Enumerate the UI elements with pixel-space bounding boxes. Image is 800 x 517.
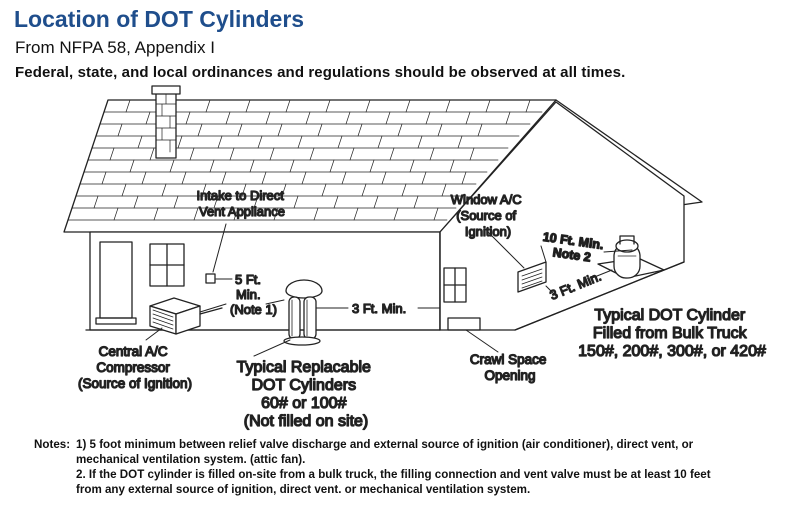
page-title: Location of DOT Cylinders [14, 6, 305, 32]
bulk-cylinder-label: Typical DOT Cylinder Filled from Bulk Tr… [578, 307, 766, 360]
intake-label: Intake to Direct Vent Appliance [196, 188, 287, 219]
window-ac-unit [517, 261, 547, 293]
five-ft-label: 5 Ft. Min. (Note 1) [230, 272, 277, 317]
chimney [151, 85, 181, 159]
replaceable-cylinders [283, 279, 323, 346]
leader-lines [145, 223, 633, 357]
notes-prefix: Notes: [34, 438, 71, 451]
note-2-line-1: 2. If the DOT cylinder is filled on-site… [76, 468, 711, 481]
ten-ft-label: 10 Ft. Min. Note 2 [540, 230, 608, 267]
regulation-statement: Federal, state, and local ordinances and… [15, 64, 626, 81]
replaceable-cylinders-label: Typical Replacable DOT Cylinders 60# or … [237, 359, 376, 430]
note-1-line-1: 1) 5 foot minimum between relief valve d… [76, 438, 694, 451]
page-number: 13 [0, 497, 2, 512]
three-ft-mid-label: 3 Ft. Min. [352, 301, 406, 316]
side-window [443, 267, 467, 303]
crawl-space-opening [447, 317, 481, 331]
crawl-space-label: Crawl Space Opening [470, 352, 550, 383]
front-window [149, 243, 185, 287]
page-subtitle: From NFPA 58, Appendix I [15, 38, 215, 57]
window-ac-label: Window A/C (Source of Ignition) [451, 192, 525, 239]
notes-section: Notes: 1) 5 foot minimum between relief … [34, 437, 779, 497]
central-ac-compressor [149, 297, 223, 335]
direct-vent-intake [205, 273, 216, 284]
bulk-cylinder [597, 235, 665, 279]
note-1-line-2: mechanical ventilation system. (attic fa… [76, 453, 306, 466]
central-ac-label: Central A/C Compressor (Source of Igniti… [78, 344, 192, 391]
door [95, 241, 137, 325]
note-2-line-2: from any external source of ignition, di… [76, 483, 531, 496]
